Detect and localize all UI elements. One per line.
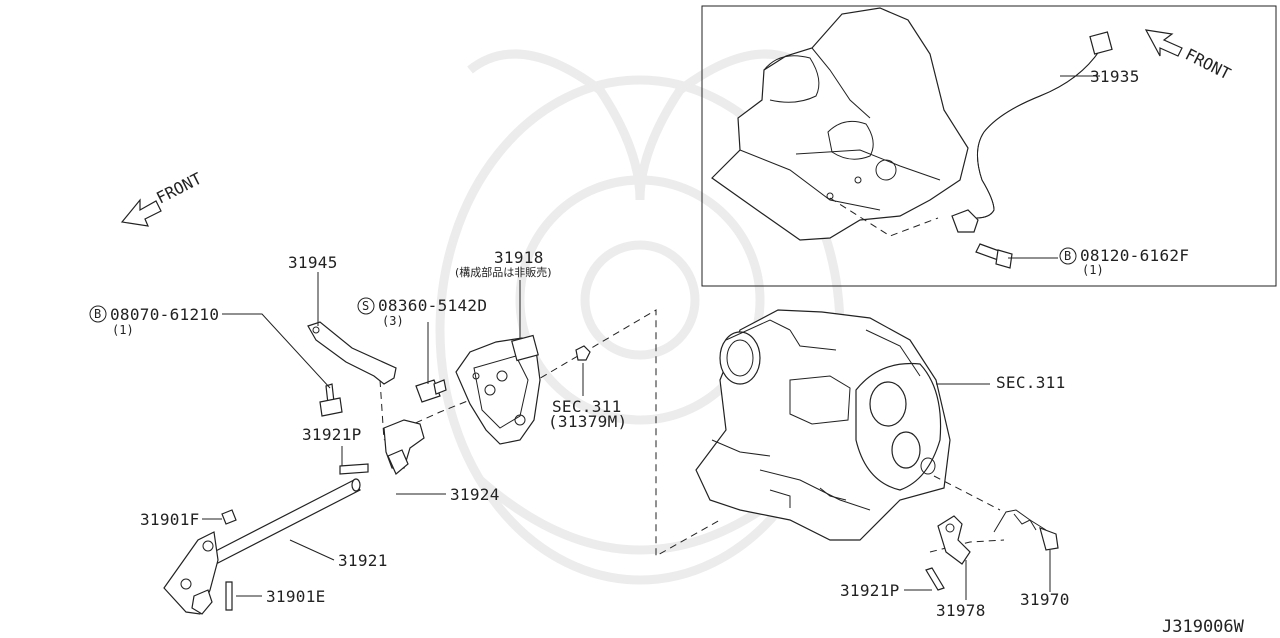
label-screw-08360: 08360-5142D [378, 296, 487, 315]
bracket-31945 [307, 321, 397, 385]
label-bolt-08120-qty: (1) [1082, 263, 1104, 277]
label-31935: 31935 [1090, 67, 1140, 86]
label-31921: 31921 [338, 551, 388, 570]
bolt-08070 [319, 383, 343, 417]
inset-frame [701, 5, 1277, 287]
leader-lines [202, 75, 1100, 600]
label-31918-note: (構成部品は非販売) [455, 265, 552, 279]
label-31901f: 31901F [140, 510, 200, 529]
label-bolt-08070-qty: (1) [112, 323, 134, 337]
label-31918: 31918 [494, 248, 544, 267]
washer-31901f [221, 509, 237, 525]
pin-31901e [225, 581, 233, 611]
screw-marker-08360: S [357, 297, 375, 315]
bolt-marker-08070: B [89, 305, 107, 323]
label-31924: 31924 [450, 485, 500, 504]
front-arrow-inset: FRONT [1144, 29, 1234, 84]
switch-assembly-31918 [455, 334, 541, 445]
front-arrow-left: FRONT [120, 169, 205, 227]
label-31901e: 31901E [266, 587, 326, 606]
label-bolt-08070: 08070-61210 [110, 305, 219, 324]
label-sec311-right: SEC.311 [996, 373, 1066, 392]
diagram-code: J319006W [1162, 617, 1245, 637]
dashed-rod-line [929, 539, 1005, 553]
front-label-inset: FRONT [1182, 45, 1234, 84]
lever-31924 [383, 419, 425, 475]
screw-08360 [415, 379, 447, 403]
pin-31921p-right [925, 567, 945, 591]
bolt-marker-letter-inset: B [1064, 249, 1071, 263]
bracket-31978 [937, 515, 971, 565]
bolt-marker-08120: B [1059, 247, 1077, 265]
label-31945: 31945 [288, 253, 338, 272]
shaft-31921 [163, 478, 361, 615]
label-31921p-right: 31921P [840, 581, 900, 600]
dashed-bolt-line [379, 379, 385, 441]
bolt-marker-letter: B [94, 307, 101, 321]
bracket-hole [312, 326, 320, 334]
label-sec311-left-sub: (31379M) [548, 412, 627, 431]
nut [575, 345, 591, 361]
pin-31921p-left [339, 463, 369, 475]
label-bolt-08120: 08120-6162F [1080, 246, 1189, 265]
label-31921p-left: 31921P [302, 425, 362, 444]
label-sec311-left: SEC.311 [552, 397, 622, 416]
main-transmission-housing [695, 309, 951, 541]
harness-31935 [951, 31, 1113, 233]
dashed-shaft-line [383, 395, 481, 441]
rod-switch-31970 [993, 509, 1059, 551]
label-31970: 31970 [1020, 590, 1070, 609]
bolt-08120 [975, 243, 1013, 269]
screw-marker-letter: S [362, 299, 369, 313]
inset-transmission-housing [711, 7, 969, 241]
front-label-left: FRONT [153, 169, 205, 208]
label-screw-08360-qty: (3) [382, 314, 404, 328]
label-31978: 31978 [936, 601, 986, 620]
dashed-switch-line [933, 475, 1001, 511]
